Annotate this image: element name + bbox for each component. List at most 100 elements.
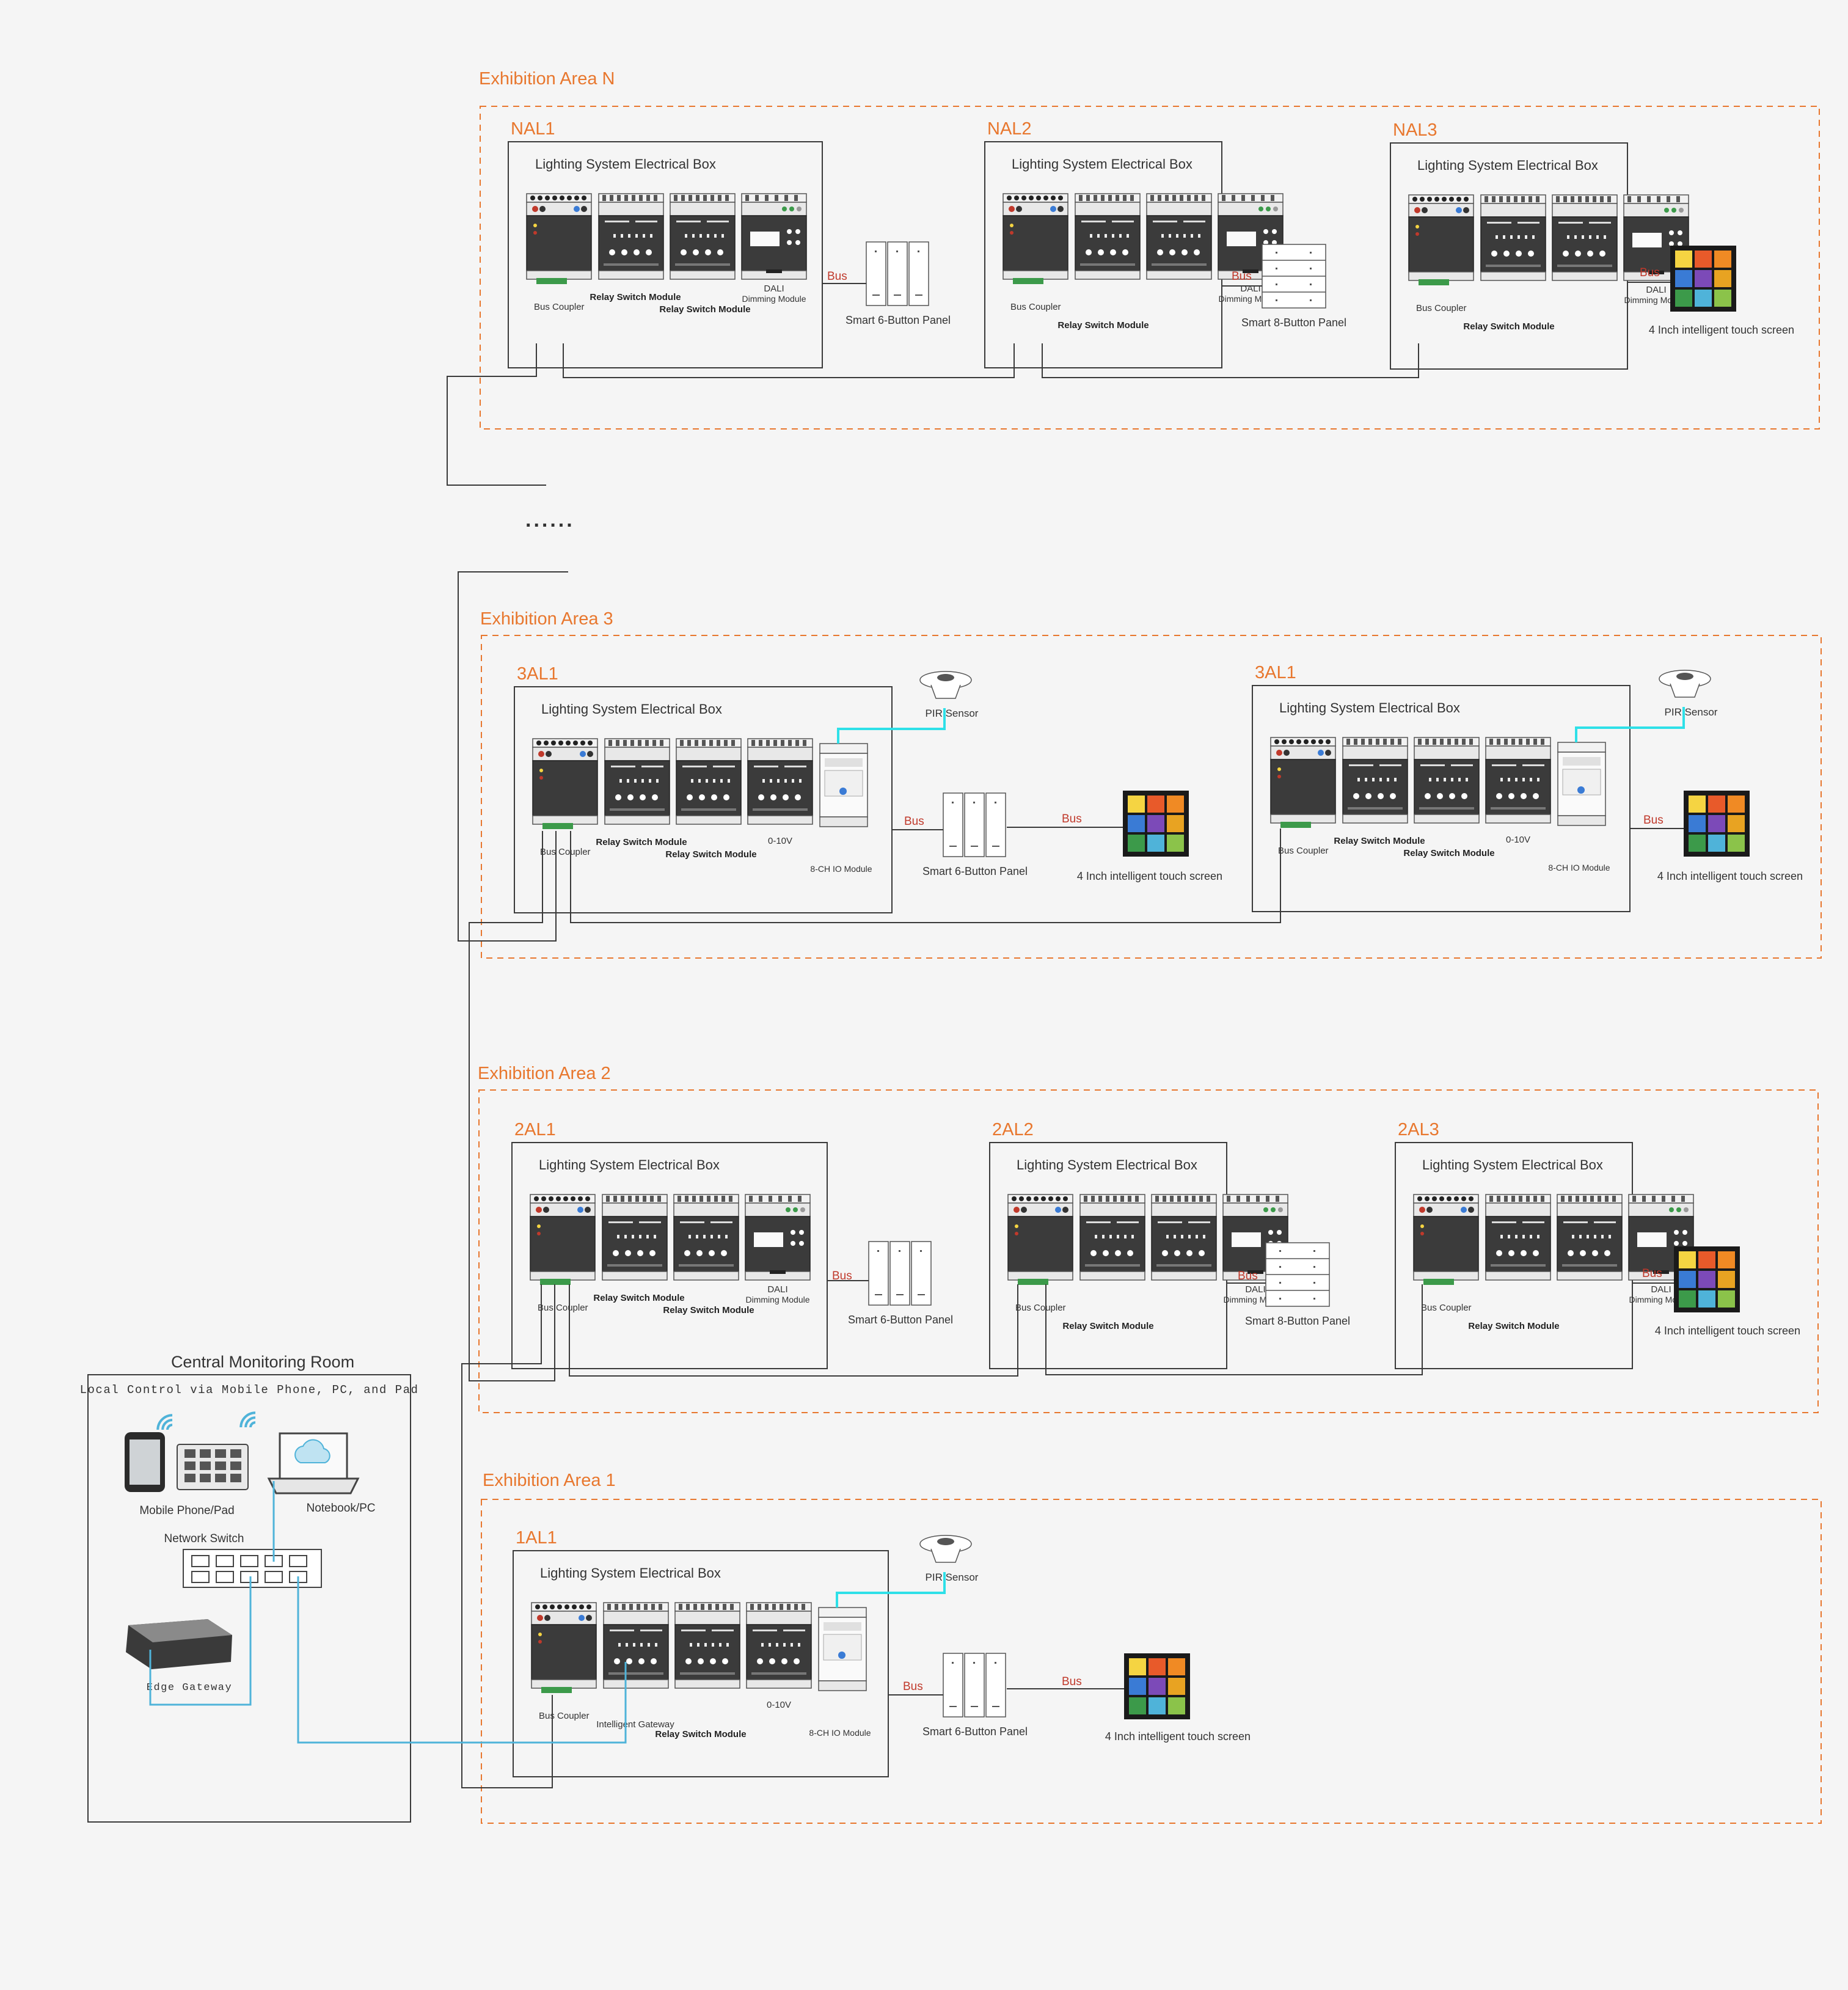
- box-nal1-last-module: [741, 193, 807, 280]
- 3al1a-bus-label-2: Bus: [1062, 813, 1082, 825]
- box-1al1-bus-coupler-module: [531, 1602, 597, 1694]
- backbone-2-to-1: [461, 1284, 553, 1788]
- box-1al1-gateway-label: Intelligent Gateway: [596, 1719, 674, 1730]
- box-1al1-intelligent-gateway-module: [603, 1602, 669, 1689]
- box-3al1b-last-module: [1485, 737, 1551, 824]
- box-nal2-label: NAL2: [987, 119, 1032, 139]
- box-3al1a-last-module: [747, 738, 813, 825]
- box-3al1a-relay-label-2: Relay Switch Module: [665, 849, 756, 860]
- 1al1-touch-screen: [1124, 1653, 1190, 1719]
- box-2al3-bus-coupler-module: [1413, 1194, 1479, 1286]
- box-3al1a-relay-label-1: Relay Switch Module: [596, 837, 687, 847]
- switch-port: [240, 1571, 258, 1583]
- box-nal2-dali-label: DALI: [1240, 284, 1260, 294]
- box-nal3-relay-module-1: [1480, 194, 1546, 281]
- box-3al1a-io-label: 8-CH IO Module: [810, 864, 872, 874]
- box-1al1-frame: [513, 1550, 889, 1777]
- switch-port: [289, 1555, 307, 1567]
- box-3al1b-pir-sensor: [1659, 670, 1711, 698]
- backbone-2al2-2al3: [1045, 1284, 1423, 1375]
- wifi-icon-2: [239, 1411, 256, 1428]
- box-nal1-dimming-label: Dimming Module: [742, 294, 806, 304]
- box-2al1-label: 2AL1: [514, 1120, 556, 1139]
- box-nal2-bus-coupler-module: [1003, 193, 1068, 285]
- pad-key: [215, 1461, 226, 1470]
- box-2al1-dali-label: DALI: [767, 1284, 787, 1295]
- notebook-keyboard: [267, 1477, 360, 1494]
- area-title-a2: Exhibition Area 2: [478, 1064, 611, 1083]
- box-2al3-relay-label: Relay Switch Module: [1468, 1321, 1559, 1331]
- box-nal2-bus-coupler-label: Bus Coupler: [1010, 302, 1061, 312]
- box-2al3-bus-coupler-label: Bus Coupler: [1421, 1303, 1472, 1313]
- nal3-touch-screen-label: 4 Inch intelligent touch screen: [1649, 324, 1794, 336]
- box-3al1a-relay-module-1: [604, 738, 670, 825]
- pad-key: [200, 1449, 211, 1458]
- box-1al1-title: Lighting System Electrical Box: [540, 1565, 721, 1581]
- box-2al2-relay-label: Relay Switch Module: [1062, 1321, 1153, 1331]
- box-2al1-relay-label-2: Relay Switch Module: [663, 1305, 754, 1315]
- nal3-bus-label: Bus: [1640, 266, 1660, 279]
- box-3al1b-bus-coupler-module: [1270, 737, 1336, 829]
- box-2al1-frame: [511, 1142, 828, 1369]
- backbone-nal1-nal2: [563, 343, 1015, 378]
- pad-key: [200, 1474, 211, 1482]
- 2al3-touch-screen-label: 4 Inch intelligent touch screen: [1655, 1325, 1800, 1337]
- 3al1a-panel-6: [943, 792, 1006, 857]
- box-1al1-pir-sensor: [919, 1535, 972, 1563]
- area-frame-a3: [481, 635, 1822, 959]
- wifi-icon-1: [156, 1414, 173, 1430]
- 2al2-bus-label: Bus: [1238, 1270, 1258, 1282]
- box-nal3-bus-coupler-module: [1408, 194, 1474, 286]
- area-title-a1: Exhibition Area 1: [483, 1471, 616, 1490]
- area-title-a3: Exhibition Area 3: [480, 609, 613, 629]
- box-nal2-relay-label: Relay Switch Module: [1057, 320, 1149, 331]
- pad-key: [215, 1449, 226, 1458]
- 3al1b-touch-screen-label: 4 Inch intelligent touch screen: [1657, 870, 1803, 882]
- switch-port: [191, 1571, 210, 1583]
- backbone-nal2-nal3: [1042, 343, 1419, 378]
- box-2al2-title: Lighting System Electrical Box: [1017, 1157, 1197, 1172]
- nal1-panel-6: [866, 241, 929, 306]
- nal2-panel-8: [1262, 244, 1326, 309]
- box-3al1a-0-10v-label: 0-10V: [768, 836, 792, 846]
- box-2al3-dali-label: DALI: [1651, 1284, 1671, 1295]
- box-nal3-bus-coupler-label: Bus Coupler: [1416, 303, 1467, 313]
- box-3al1b-label: 3AL1: [1255, 663, 1296, 682]
- 1al1-touch-screen-label: 4 Inch intelligent touch screen: [1105, 1730, 1251, 1743]
- pad-key: [184, 1461, 195, 1470]
- box-2al1-relay-module-1: [602, 1194, 668, 1281]
- mobile-label: Mobile Phone/Pad: [139, 1504, 234, 1517]
- box-1al1-relay-label: Relay Switch Module: [655, 1729, 746, 1739]
- 2al2-panel-8-label: Smart 8-Button Panel: [1245, 1315, 1350, 1327]
- box-nal1-label: NAL1: [511, 119, 555, 139]
- 2al2-panel-8: [1265, 1242, 1330, 1307]
- 1al1-panel-6-label: Smart 6-Button Panel: [922, 1725, 1028, 1738]
- box-3al1b-frame: [1252, 685, 1631, 912]
- box-1al1-pir-wire: [836, 1572, 946, 1608]
- box-1al1-bus-coupler-label: Bus Coupler: [539, 1711, 590, 1721]
- backbone-3-left: [458, 571, 568, 942]
- box-1al1-last-module: [746, 1602, 812, 1689]
- backbone-3-to-2: [469, 831, 555, 1381]
- switch-port: [216, 1571, 234, 1583]
- box-3al1a-pir-sensor: [919, 671, 972, 699]
- box-3al1a-frame: [514, 686, 893, 913]
- box-nal2-relay-module-2: [1146, 193, 1212, 280]
- 3al1b-bus-label: Bus: [1643, 814, 1664, 827]
- box-3al1b-io-module: [1557, 742, 1606, 826]
- box-nal1-frame: [508, 141, 823, 368]
- edge-gateway-label: Edge Gateway: [147, 1682, 232, 1694]
- box-3al1a-pir-label: PIR Sensor: [926, 708, 979, 719]
- box-nal1-relay-module-2: [670, 193, 736, 280]
- box-nal1-bus-coupler-module: [526, 193, 592, 285]
- box-nal1-relay-label-1: Relay Switch Module: [590, 292, 681, 302]
- 3al1b-touch-screen: [1684, 791, 1750, 857]
- box-3al1a-relay-module-2: [676, 738, 742, 825]
- box-2al3-relay-module-2: [1557, 1194, 1623, 1281]
- pad-key: [215, 1474, 226, 1482]
- pad-key: [184, 1474, 195, 1482]
- box-2al1-last-module: [745, 1194, 811, 1281]
- pad-key: [230, 1449, 241, 1458]
- 3al1a-panel-6-label: Smart 6-Button Panel: [922, 865, 1028, 877]
